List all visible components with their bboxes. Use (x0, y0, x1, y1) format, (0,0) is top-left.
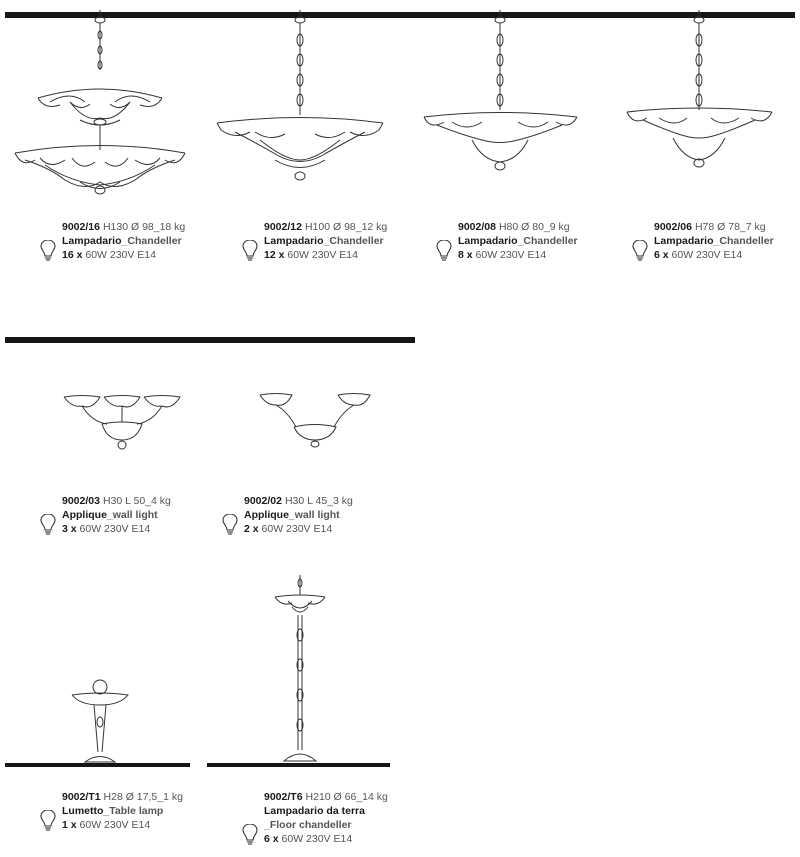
light-bulb-icon (40, 514, 56, 536)
product-type-en: _Chandeller (713, 235, 774, 247)
product-type-en: _Table lamp (103, 805, 164, 817)
bulb-spec: 6 x 60W 230V E14 (242, 824, 388, 846)
product-code: 9002/03 (62, 495, 100, 507)
section-divider-table-lamp (5, 763, 190, 767)
bulb-rating: 60W 230V E14 (287, 249, 358, 261)
product-code: 9002/06 (654, 221, 692, 233)
light-bulb-icon (436, 240, 452, 262)
drawing-9002-12 (215, 10, 385, 185)
product-code: 9002/16 (62, 221, 100, 233)
bulb-rating: 60W 230V E14 (79, 523, 151, 535)
bulb-count: 2 x (244, 523, 259, 535)
drawing-9002-02 (258, 392, 373, 452)
bulb-count: 3 x (62, 523, 77, 535)
light-bulb-icon (632, 240, 648, 262)
light-bulb-icon (40, 810, 56, 832)
bulb-spec: 1 x 60W 230V E14 (40, 810, 183, 832)
product-type: Applique_wall light (244, 508, 353, 522)
light-bulb-icon (40, 240, 56, 262)
bulb-rating: 60W 230V E14 (261, 523, 333, 535)
product-type-en: _Chandeller (323, 235, 384, 247)
product-dimensions: H210 Ø 66_14 kg (305, 791, 388, 803)
product-type-en: _wall light (288, 509, 340, 521)
bulb-rating: 60W 230V E14 (281, 833, 353, 845)
section-divider-floor-lamp (207, 763, 390, 767)
bulb-count: 6 x (264, 833, 279, 845)
product-type-it: Lampadario da terra (264, 805, 365, 817)
light-bulb-icon (242, 824, 258, 846)
product-type-it: Applique (62, 509, 107, 521)
product-code: 9002/12 (264, 221, 302, 233)
bulb-count: 8 x (458, 249, 473, 261)
product-type: Lampadario_Chandeller (264, 234, 387, 248)
product-type-en: _Chandeller (121, 235, 182, 247)
bulb-spec: 16 x 60W 230V E14 (40, 240, 185, 262)
product-dimensions: H80 Ø 80_9 kg (498, 221, 570, 233)
product-type-it: Lampadario (458, 235, 518, 247)
product-type: Applique_wall light (62, 508, 171, 522)
product-code: 9002/02 (244, 495, 282, 507)
product-dimensions: H130 Ø 98_18 kg (102, 221, 186, 233)
product-type: Lampadario_Chandeller (654, 234, 774, 248)
bulb-count: 6 x (654, 249, 669, 261)
drawing-9002-03 (62, 392, 182, 452)
product-type-en: _Floor chandeller (264, 818, 388, 832)
bulb-spec: 12 x 60W 230V E14 (242, 240, 387, 262)
drawing-9002-16 (10, 10, 190, 195)
bulb-count: 12 x (264, 249, 285, 261)
product-type-it: Applique (244, 509, 289, 521)
bulb-rating: 60W 230V E14 (85, 249, 156, 261)
bulb-rating: 60W 230V E14 (79, 819, 151, 831)
product-dimensions: H30 L 50_4 kg (102, 495, 171, 507)
product-code: 9002/T1 (62, 791, 101, 803)
drawing-9002-T6 (270, 575, 330, 765)
product-dimensions: H78 Ø 78_7 kg (694, 221, 766, 233)
bulb-rating: 60W 230V E14 (475, 249, 547, 261)
product-type: Lumetto_Table lamp (62, 804, 183, 818)
bulb-spec: 3 x 60W 230V E14 (40, 514, 171, 536)
product-type-en: _wall light (106, 509, 158, 521)
product-type-it: Lampadario (62, 235, 122, 247)
product-type: Lampadario_Chandeller (458, 234, 578, 248)
product-type-it: Lampadario (264, 235, 324, 247)
section-divider-wall-lights (5, 337, 415, 343)
light-bulb-icon (222, 514, 238, 536)
bulb-spec: 6 x 60W 230V E14 (632, 240, 774, 262)
bulb-spec: 8 x 60W 230V E14 (436, 240, 578, 262)
bulb-count: 16 x (62, 249, 83, 261)
product-dimensions: H100 Ø 98_12 kg (304, 221, 388, 233)
bulb-count: 1 x (62, 819, 77, 831)
product-type-en-text: _Floor chandeller (264, 819, 352, 831)
drawing-9002-08 (422, 10, 582, 175)
product-code: 9002/08 (458, 221, 496, 233)
product-type-it: Lumetto (62, 805, 104, 817)
drawing-9002-T1 (70, 677, 130, 767)
section-divider-chandeliers (5, 12, 795, 18)
product-type: Lampadario_Chandeller (62, 234, 185, 248)
bulb-rating: 60W 230V E14 (671, 249, 743, 261)
bulb-spec: 2 x 60W 230V E14 (222, 514, 353, 536)
product-dimensions: H30 L 45_3 kg (284, 495, 353, 507)
product-type-it: Lampadario (654, 235, 714, 247)
light-bulb-icon (242, 240, 258, 262)
product-type-en: _Chandeller (517, 235, 578, 247)
drawing-9002-06 (625, 10, 775, 175)
product-dimensions: H28 Ø 17,5_1 kg (103, 791, 183, 803)
product-code: 9002/T6 (264, 791, 303, 803)
